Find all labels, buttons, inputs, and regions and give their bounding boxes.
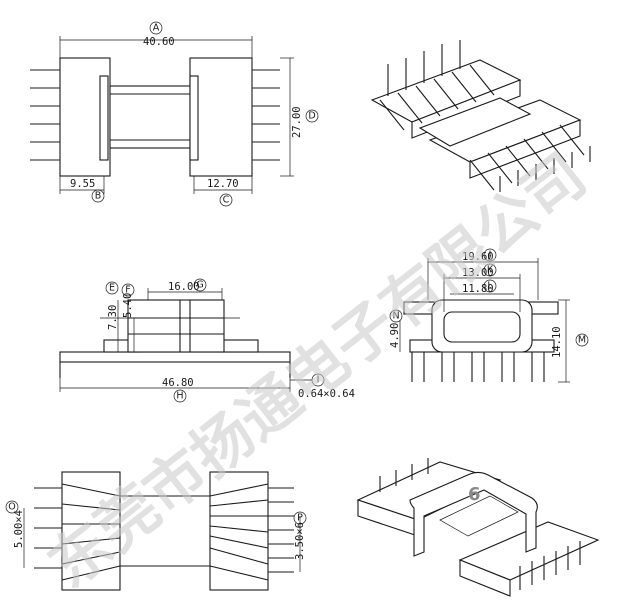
dim-f-value: 5.40 <box>122 293 134 318</box>
dim-h-value: 46.80 <box>162 377 194 389</box>
top-view: A 40.60 9.55 B 12.70 C 27.00 D <box>30 21 319 207</box>
side-view: 19.60 J 13.00 K 11.80 L 14.10 M 4.90 N <box>389 248 589 383</box>
dim-b-value: 9.55 <box>70 178 95 190</box>
callout-k: K <box>487 265 494 276</box>
page-number: 6 <box>468 484 481 505</box>
dim-a-value: 40.60 <box>143 36 175 48</box>
callout-i: I <box>317 375 320 386</box>
callout-c-circle <box>219 193 233 207</box>
bottom-view: 5.00×4 O 3.50×6 P <box>5 471 307 591</box>
dim-k-value: 13.00 <box>462 267 494 279</box>
dim-g-value: 16.00 <box>168 281 200 293</box>
callout-a-circle <box>149 21 163 35</box>
callout-e-circle <box>105 281 119 295</box>
dim-m-value: 14.10 <box>551 326 563 358</box>
callout-d-circle <box>305 109 319 123</box>
callout-g-circle <box>193 278 207 292</box>
watermark-text: 东莞市扬通电子有限公司 <box>36 140 599 601</box>
callout-p: P <box>297 513 303 524</box>
dim-o-value: 5.00×4 <box>13 510 25 548</box>
dim-i-value: 0.64×0.64 <box>298 388 355 400</box>
callout-f-circle <box>121 283 135 297</box>
callout-l-circle <box>483 279 497 293</box>
callout-n-circle <box>389 309 403 323</box>
front-view: 16.00 G 7.30 E 5.40 F 46.80 H I 0.64×0.6… <box>59 278 355 403</box>
callout-g: G <box>196 280 203 291</box>
isometric-view-2: 6 <box>356 458 600 597</box>
callout-m-circle <box>575 333 589 347</box>
callout-e: E <box>109 283 115 294</box>
callout-a: A <box>153 23 160 34</box>
isometric-view-1 <box>370 40 591 192</box>
callout-b-circle <box>91 189 105 203</box>
callout-o-circle <box>5 500 19 514</box>
dim-e-value: 7.30 <box>107 305 119 330</box>
dim-c-value: 12.70 <box>207 178 239 190</box>
callout-h-circle <box>173 389 187 403</box>
callout-d: D <box>308 111 315 122</box>
callout-k-circle <box>483 263 497 277</box>
callout-f: F <box>125 285 130 296</box>
callout-b: B <box>95 191 102 202</box>
dim-p-value: 3.50×6 <box>294 522 306 560</box>
dim-n-value: 4.90 <box>389 323 401 348</box>
callout-m: M <box>578 335 586 346</box>
callout-j: J <box>488 250 492 261</box>
callout-p-circle <box>293 511 307 525</box>
dim-j-value: 19.60 <box>462 251 494 263</box>
callout-c: C <box>223 195 230 206</box>
callout-o: O <box>8 502 15 513</box>
callout-l: L <box>487 281 493 292</box>
callout-j-circle <box>483 248 497 262</box>
dim-d-value: 27.00 <box>291 106 303 138</box>
dim-l-value: 11.80 <box>462 283 494 295</box>
callout-h: H <box>176 391 183 402</box>
callout-n: N <box>392 311 399 322</box>
